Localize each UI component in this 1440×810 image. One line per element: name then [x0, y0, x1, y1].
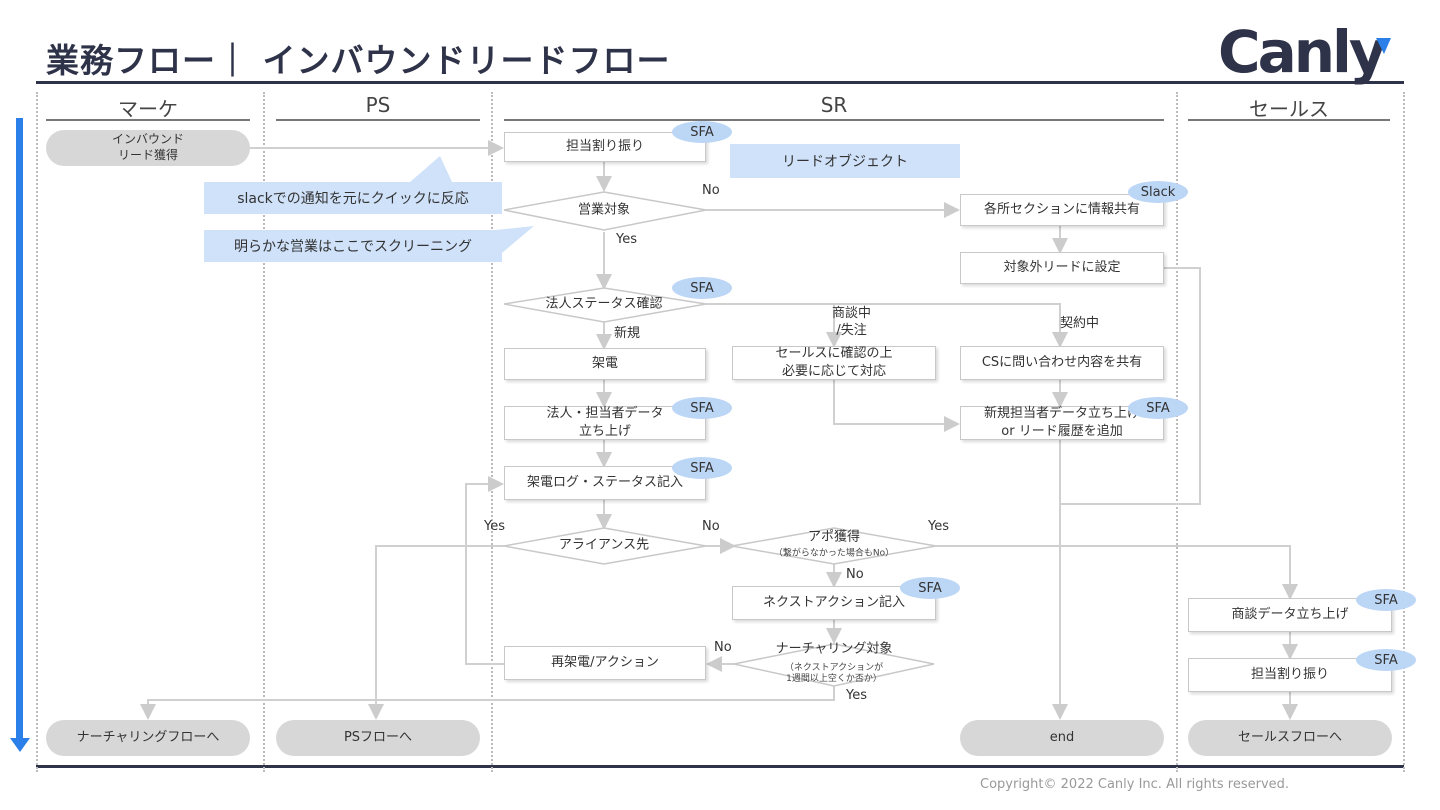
terminal-end: end: [960, 720, 1164, 756]
note-screening: 明らかな営業はここでスクリーニング: [204, 230, 502, 262]
terminal-to-nurturing: ナーチャリングフローへ: [46, 720, 250, 756]
decision-corpstatus-shape: [503, 287, 707, 323]
terminal-to-ps: PSフローへ: [276, 720, 480, 756]
process-call-log: 架電ログ・ステータス記入: [504, 466, 706, 500]
decision-alliance-shape: [503, 527, 707, 565]
edge-label-no: No: [702, 519, 720, 534]
process-assign: 担当割り振り: [504, 132, 706, 162]
decision-appointment-sub: （繋がらなかった場合もNo）: [773, 548, 895, 559]
lane-header-marketing: マーケ: [46, 93, 250, 121]
decision-target: 営業対象: [577, 202, 631, 218]
decision-alliance: アライアンス先: [558, 537, 650, 553]
sfa-tag: SFA: [672, 121, 732, 143]
decision-target-shape: [503, 191, 707, 231]
process-set-excluded: 対象外リードに設定: [960, 252, 1164, 284]
edge-label-in-talks: 商談中 /失注: [832, 306, 872, 338]
note-tail-slack: [410, 156, 452, 182]
note-lead-object: リードオブジェクト: [730, 144, 960, 178]
timeline-arrow: [16, 118, 23, 742]
edge-excluded-loop: [1060, 267, 1201, 505]
lane-header-ps: PS: [276, 93, 480, 121]
edge-label-no: No: [702, 183, 720, 198]
lane-divider: [1403, 92, 1405, 772]
edge-label-yes: Yes: [928, 519, 949, 534]
logo-wordmark: Canly: [1218, 18, 1386, 86]
decision-corp-status: 法人ステータス確認: [545, 296, 663, 312]
lane-header-sales: セールス: [1188, 93, 1390, 121]
lane-divider: [1176, 92, 1178, 772]
note-slack-notice: slackでの通知を元にクイックに反応: [204, 182, 502, 214]
logo-accent-icon: [1376, 38, 1391, 54]
sfa-tag: SFA: [672, 457, 732, 479]
decision-nurture-shape: [733, 643, 935, 687]
lane-header-sr: SR: [504, 93, 1164, 121]
edge-recall-calllog: [465, 476, 504, 665]
sfa-tag: SFA: [672, 277, 732, 299]
terminal-to-sales: セールスフローへ: [1188, 720, 1392, 756]
edge-label-yes: Yes: [484, 519, 505, 534]
decision-nurturing-sub: （ネクストアクションが 1週間以上空くか否か）: [784, 662, 884, 684]
slack-tag: Slack: [1128, 181, 1188, 203]
process-confirm-sales: セールスに確認の上 必要に応じて対応: [732, 346, 936, 380]
decision-appt-shape: [731, 527, 937, 565]
lane-divider: [263, 92, 265, 772]
edge-label-new: 新規: [614, 326, 641, 341]
edge-label-yes: Yes: [616, 232, 637, 247]
header-rule: [36, 81, 1404, 84]
decision-nurturing: ナーチャリング対象: [775, 641, 893, 657]
edge-label-yes: Yes: [846, 688, 867, 703]
sfa-tag: SFA: [1128, 397, 1188, 419]
decision-appointment: アポ獲得: [807, 529, 861, 545]
process-share-sections: 各所セクションに情報共有: [960, 194, 1164, 226]
terminal-inbound-lead: インバウンド リード獲得: [46, 130, 250, 166]
edge-appt-deal: [936, 545, 1298, 600]
edge-label-no: No: [846, 567, 864, 582]
sfa-tag: SFA: [900, 577, 960, 599]
canly-logo-mark: Canly: [1218, 18, 1391, 86]
edge-alliance-ps: [368, 545, 504, 720]
process-recall: 再架電/アクション: [504, 646, 706, 680]
edge-corp-branches: [706, 303, 1068, 348]
lane-divider: [491, 92, 493, 772]
edge-nurture-nurtureflow: [140, 686, 835, 720]
process-new-contact: 新規担当者データ立ち上げ or リード履歴を追加: [960, 406, 1164, 440]
page-title: 業務フロー｜ インバウンドリードフロー: [46, 41, 671, 80]
sfa-tag: SFA: [1356, 589, 1416, 611]
footer-rule: [36, 765, 1404, 768]
process-share-cs: CSに問い合わせ内容を共有: [960, 346, 1164, 380]
edge-confirm-newcontact: [833, 380, 960, 432]
copyright: Copyright© 2022 Canly Inc. All rights re…: [980, 777, 1290, 792]
process-create-data: 法人・担当者データ 立ち上げ: [504, 406, 706, 440]
process-call: 架電: [504, 348, 706, 380]
lane-divider: [36, 92, 38, 772]
timeline-arrowhead-icon: [10, 738, 30, 752]
sfa-tag: SFA: [672, 397, 732, 419]
edge-label-no: No: [714, 640, 732, 655]
sfa-tag: SFA: [1356, 649, 1416, 671]
edge-label-contracted: 契約中: [1060, 316, 1100, 331]
canly-logo: Canly: [1216, 14, 1406, 86]
